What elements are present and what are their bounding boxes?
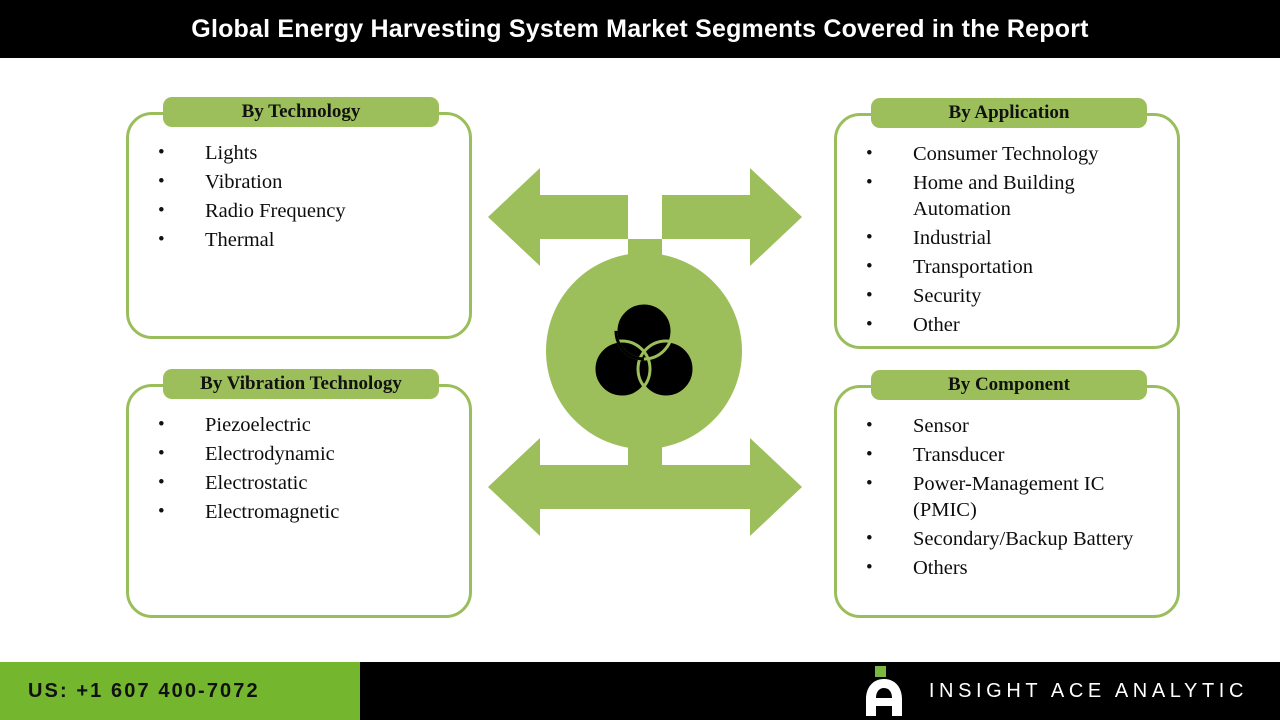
list-item: Consumer Technology <box>859 141 1163 168</box>
list-item: Vibration <box>151 169 455 196</box>
list-item: Electrostatic <box>151 470 455 497</box>
list-item: Electromagnetic <box>151 499 455 526</box>
footer-contact-band: US: +1 607 400-7072 <box>0 662 360 720</box>
list-item: Secondary/Backup Battery <box>859 526 1163 553</box>
segment-tab-technology: By Technology <box>163 97 439 127</box>
double-headed-arrow-icon-bottom <box>488 424 802 536</box>
list-item: Piezoelectric <box>151 412 455 439</box>
segment-card-component: By Component Sensor Transducer Power-Man… <box>834 370 1180 618</box>
footer-bar: US: +1 607 400-7072 INSIGHT ACE ANALYTIC <box>0 662 1280 720</box>
insightace-a-logo-icon <box>861 666 907 716</box>
list-item: Power-Management IC (PMIC) <box>859 471 1163 523</box>
segment-list-technology: Lights Vibration Radio Frequency Thermal <box>151 140 455 257</box>
venn-diagram-icon <box>592 301 696 399</box>
list-item: Transducer <box>859 442 1163 469</box>
list-item: Radio Frequency <box>151 198 455 225</box>
list-item: Home and Building Automation <box>859 170 1163 222</box>
list-item: Transportation <box>859 254 1163 281</box>
segment-card-application: By Application Consumer Technology Home … <box>834 98 1180 349</box>
segment-list-vibration-technology: Piezoelectric Electrodynamic Electrostat… <box>151 412 455 529</box>
segment-tab-label: By Application <box>948 102 1070 123</box>
list-item: Sensor <box>859 413 1163 440</box>
list-item: Other <box>859 312 1163 339</box>
list-item: Others <box>859 555 1163 582</box>
list-item: Electrodynamic <box>151 441 455 468</box>
brand-name: INSIGHT ACE ANALYTIC <box>928 679 1248 702</box>
segment-tab-application: By Application <box>871 98 1147 128</box>
footer-brand-band: INSIGHT ACE ANALYTIC <box>360 662 1280 720</box>
segment-tab-label: By Component <box>948 374 1070 395</box>
list-item: Industrial <box>859 225 1163 252</box>
segment-tab-label: By Technology <box>241 101 361 122</box>
segment-tab-component: By Component <box>871 370 1147 400</box>
list-item: Security <box>859 283 1163 310</box>
segment-list-component: Sensor Transducer Power-Management IC (P… <box>859 413 1163 585</box>
segment-card-vibration-technology: By Vibration Technology Piezoelectric El… <box>126 369 472 618</box>
footer-phone-number: US: +1 607 400-7072 <box>28 679 260 702</box>
segment-tab-label: By Vibration Technology <box>200 373 402 394</box>
list-item: Lights <box>151 140 455 167</box>
page-title: Global Energy Harvesting System Market S… <box>191 14 1089 43</box>
center-hub <box>546 253 742 449</box>
brand-lockup: INSIGHT ACE ANALYTIC <box>861 666 1248 716</box>
list-item: Thermal <box>151 227 455 254</box>
segment-list-application: Consumer Technology Home and Building Au… <box>859 141 1163 342</box>
segment-card-technology: By Technology Lights Vibration Radio Fre… <box>126 97 472 339</box>
segment-tab-vibration-technology: By Vibration Technology <box>163 369 439 399</box>
title-bar: Global Energy Harvesting System Market S… <box>0 0 1280 58</box>
double-headed-arrow-icon-top <box>488 168 802 280</box>
